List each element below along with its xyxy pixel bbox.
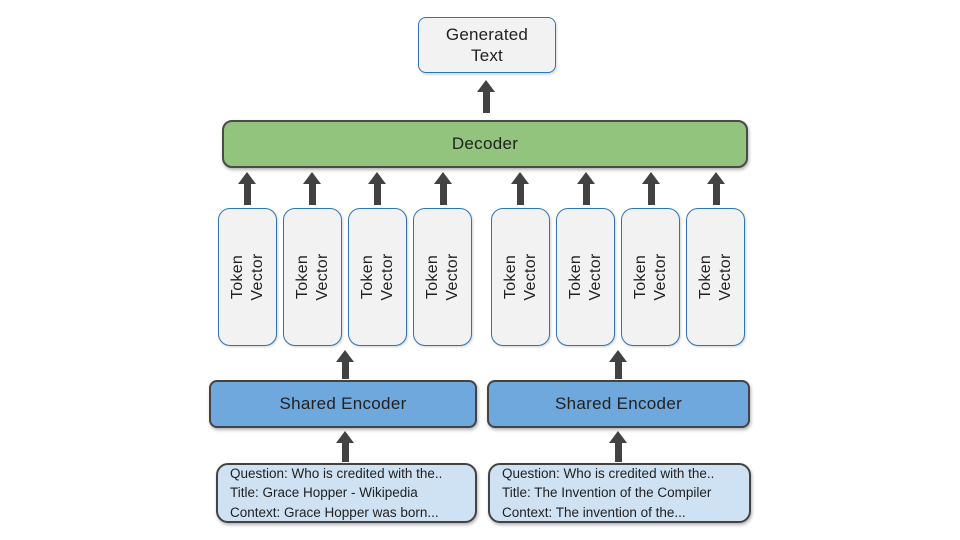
arrow-head [609, 431, 627, 443]
vector-line: Vector [378, 253, 396, 301]
arrow-up-icon [368, 172, 386, 205]
arrow-shaft [341, 362, 349, 379]
vector-line: Vector [586, 253, 604, 301]
token-vector-label: Token Vector [501, 253, 541, 300]
token-vector-label: Token Vector [696, 253, 736, 300]
passage-question-line: Question: Who is credited with the.. [230, 466, 443, 482]
arrow-up-icon [336, 431, 354, 462]
arrow-shaft [516, 184, 524, 205]
arrow-shaft [243, 184, 251, 205]
token-line: Token [696, 254, 714, 300]
arrow-head [707, 172, 725, 184]
arrow-up-icon [336, 350, 354, 379]
shared-encoder-right-box: Shared Encoder [487, 380, 750, 428]
token-vector-box: Token Vector [283, 208, 342, 346]
arrow-up-icon [577, 172, 595, 205]
arrow-head [577, 172, 595, 184]
token-vector-box: Token Vector [491, 208, 550, 346]
vector-line: Vector [521, 253, 539, 301]
arrow-shaft [712, 184, 720, 205]
arrow-up-icon [642, 172, 660, 205]
token-vector-box: Token Vector [686, 208, 745, 346]
arrow-shaft [482, 92, 490, 113]
token-vector-box: Token Vector [413, 208, 472, 346]
token-vector-label: Token Vector [293, 253, 333, 300]
arrow-head [368, 172, 386, 184]
arrow-shaft [341, 443, 349, 462]
shared-encoder-label: Shared Encoder [279, 394, 407, 413]
token-line: Token [228, 254, 246, 300]
arrow-head [511, 172, 529, 184]
passage-left-box: Question: Who is credited with the.. Tit… [216, 463, 477, 523]
arrow-up-icon [707, 172, 725, 205]
shared-encoder-left-box: Shared Encoder [209, 380, 477, 428]
passage-title-line: Title: The Invention of the Compiler [502, 485, 712, 501]
vector-line: Vector [651, 253, 669, 301]
passage-title-line: Title: Grace Hopper - Wikipedia [230, 485, 418, 501]
decoder-label: Decoder [451, 134, 519, 153]
arrow-up-icon [303, 172, 321, 205]
arrow-head [609, 350, 627, 362]
arrow-head [642, 172, 660, 184]
token-vector-label: Token Vector [566, 253, 606, 300]
arrow-up-icon [477, 80, 495, 113]
token-vector-label: Token Vector [631, 253, 671, 300]
token-vector-label: Token Vector [423, 253, 463, 300]
passage-question-line: Question: Who is credited with the.. [502, 466, 715, 482]
arrow-shaft [614, 443, 622, 462]
arrow-shaft [308, 184, 316, 205]
arrow-head [336, 431, 354, 443]
passage-context-line: Context: Grace Hopper was born... [230, 504, 439, 520]
passage-right-box: Question: Who is credited with the.. Tit… [488, 463, 751, 523]
arrow-shaft [373, 184, 381, 205]
arrow-up-icon [609, 431, 627, 462]
vector-line: Vector [443, 253, 461, 301]
token-vector-box: Token Vector [556, 208, 615, 346]
token-line: Token [631, 254, 649, 300]
token-line: Token [423, 254, 441, 300]
arrow-head [477, 80, 495, 92]
arrow-up-icon [511, 172, 529, 205]
generated-text-box: Generated Text [418, 17, 556, 73]
token-vector-label: Token Vector [358, 253, 398, 300]
arrow-head [434, 172, 452, 184]
arrow-up-icon [434, 172, 452, 205]
arrow-shaft [439, 184, 447, 205]
token-vector-box: Token Vector [348, 208, 407, 346]
arrow-shaft [614, 362, 622, 379]
arrow-head [303, 172, 321, 184]
token-vector-label: Token Vector [228, 253, 268, 300]
arrow-up-icon [238, 172, 256, 205]
token-vector-box: Token Vector [621, 208, 680, 346]
decoder-box: Decoder [222, 120, 748, 168]
vector-line: Vector [248, 253, 266, 301]
token-line: Token [293, 254, 311, 300]
generated-text-label: Generated Text [445, 24, 529, 65]
passage-context-line: Context: The invention of the... [502, 504, 686, 520]
arrow-shaft [582, 184, 590, 205]
shared-encoder-label: Shared Encoder [554, 394, 683, 413]
vector-line: Vector [313, 253, 331, 301]
vector-line: Vector [716, 253, 734, 301]
token-line: Token [358, 254, 376, 300]
token-line: Token [566, 254, 584, 300]
token-line: Token [501, 254, 519, 300]
arrow-up-icon [609, 350, 627, 379]
token-vector-box: Token Vector [218, 208, 277, 346]
arrow-head [238, 172, 256, 184]
arrow-shaft [647, 184, 655, 205]
arrow-head [336, 350, 354, 362]
